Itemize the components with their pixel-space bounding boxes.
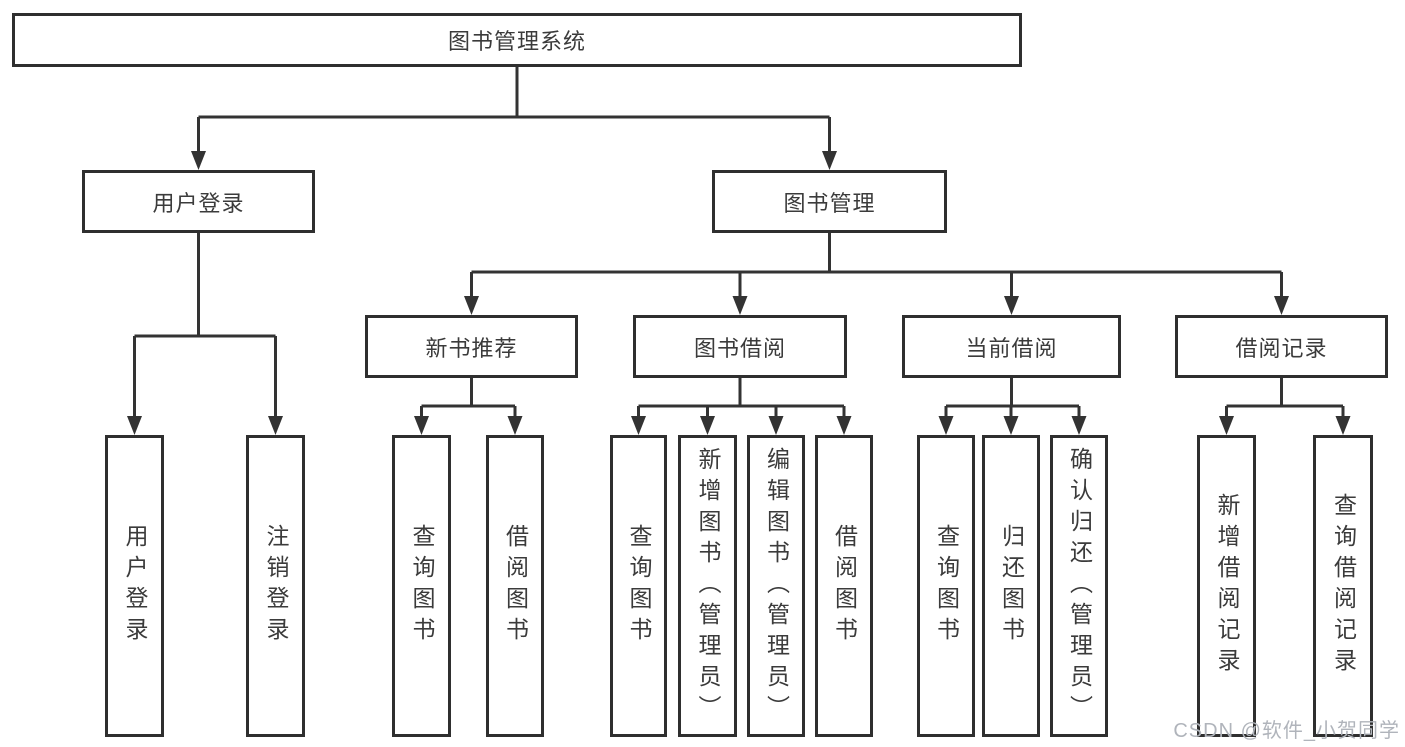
leaf-confirm-return-admin: 确认归还（管理员） <box>1050 435 1108 737</box>
node-label: 图书借阅 <box>693 335 786 361</box>
node-label: 借阅图书 <box>831 524 858 648</box>
node-label: 当前借阅 <box>965 335 1058 361</box>
leaf-return-books: 归还图书 <box>982 435 1040 737</box>
arrow-down-icon <box>1004 296 1019 315</box>
node-label: 查询图书 <box>409 524 435 648</box>
leaf-query-books-newbook: 查询图书 <box>392 435 451 737</box>
node-label: 新书推荐 <box>425 335 518 361</box>
arrow-down-icon <box>1003 416 1019 435</box>
node-label: 新增图书（管理员） <box>695 446 721 726</box>
arrow-down-icon <box>127 416 142 435</box>
node-label: 新增借阅记录 <box>1214 493 1240 679</box>
node-label: 查询图书 <box>933 524 960 648</box>
leaf-user-login: 用户登录 <box>105 435 164 737</box>
node-borrow-records: 借阅记录 <box>1175 315 1388 378</box>
connector-management-to-level3 <box>464 233 1289 315</box>
csdn-watermark: CSDN @软件_小贺同学 <box>1173 720 1400 742</box>
node-label: 查询图书 <box>626 524 652 648</box>
arrow-down-icon <box>1219 416 1234 435</box>
node-label: 图书管理系统 <box>447 29 586 54</box>
node-user-login: 用户登录 <box>82 170 315 233</box>
arrow-down-icon <box>938 416 954 435</box>
node-label: 归还图书 <box>998 524 1025 648</box>
connector-current-to-leaves <box>938 378 1087 435</box>
node-root-system: 图书管理系统 <box>12 13 1022 67</box>
leaf-borrow-books: 借阅图书 <box>815 435 873 737</box>
arrow-down-icon <box>631 416 646 435</box>
connector-records-to-leaves <box>1219 378 1351 435</box>
node-label: 确认归还（管理员） <box>1066 446 1093 726</box>
node-label: 编辑图书（管理员） <box>763 446 790 726</box>
leaf-query-books-borrow: 查询图书 <box>610 435 667 737</box>
connector-newbook-to-leaves <box>414 378 523 435</box>
connector-root-to-level2 <box>191 67 837 170</box>
connector-borrow-to-leaves <box>631 378 852 435</box>
node-label: 借阅记录 <box>1235 335 1328 361</box>
node-current-borrow: 当前借阅 <box>902 315 1121 378</box>
arrow-down-icon <box>1071 416 1087 435</box>
arrow-down-icon <box>191 151 206 170</box>
arrow-down-icon <box>1335 416 1351 435</box>
arrow-down-icon <box>768 416 784 435</box>
node-label: 借阅图书 <box>502 524 529 648</box>
arrow-down-icon <box>1274 296 1289 315</box>
leaf-logout: 注销登录 <box>246 435 305 737</box>
node-book-borrow: 图书借阅 <box>633 315 847 378</box>
leaf-add-borrow-record: 新增借阅记录 <box>1197 435 1256 737</box>
node-label: 用户登录 <box>152 190 245 216</box>
node-label: 注销登录 <box>263 524 289 648</box>
arrow-down-icon <box>464 296 479 315</box>
arrow-down-icon <box>700 416 715 435</box>
leaf-borrow-books-newbook: 借阅图书 <box>486 435 544 737</box>
leaf-add-books-admin: 新增图书（管理员） <box>678 435 737 737</box>
node-label: 图书管理 <box>783 190 876 216</box>
arrow-down-icon <box>507 416 523 435</box>
arrow-down-icon <box>836 416 852 435</box>
node-new-book-recommend: 新书推荐 <box>365 315 578 378</box>
arrow-down-icon <box>414 416 429 435</box>
connector-login-to-leaves <box>127 233 283 435</box>
leaf-query-books-current: 查询图书 <box>917 435 975 737</box>
leaf-query-borrow-record: 查询借阅记录 <box>1313 435 1373 737</box>
node-label: 用户登录 <box>122 524 148 648</box>
leaf-edit-books-admin: 编辑图书（管理员） <box>747 435 805 737</box>
arrow-down-icon <box>268 416 283 435</box>
arrow-down-icon <box>732 296 748 315</box>
node-book-management: 图书管理 <box>712 170 947 233</box>
arrow-down-icon <box>822 151 837 170</box>
node-label: 查询借阅记录 <box>1330 493 1357 679</box>
